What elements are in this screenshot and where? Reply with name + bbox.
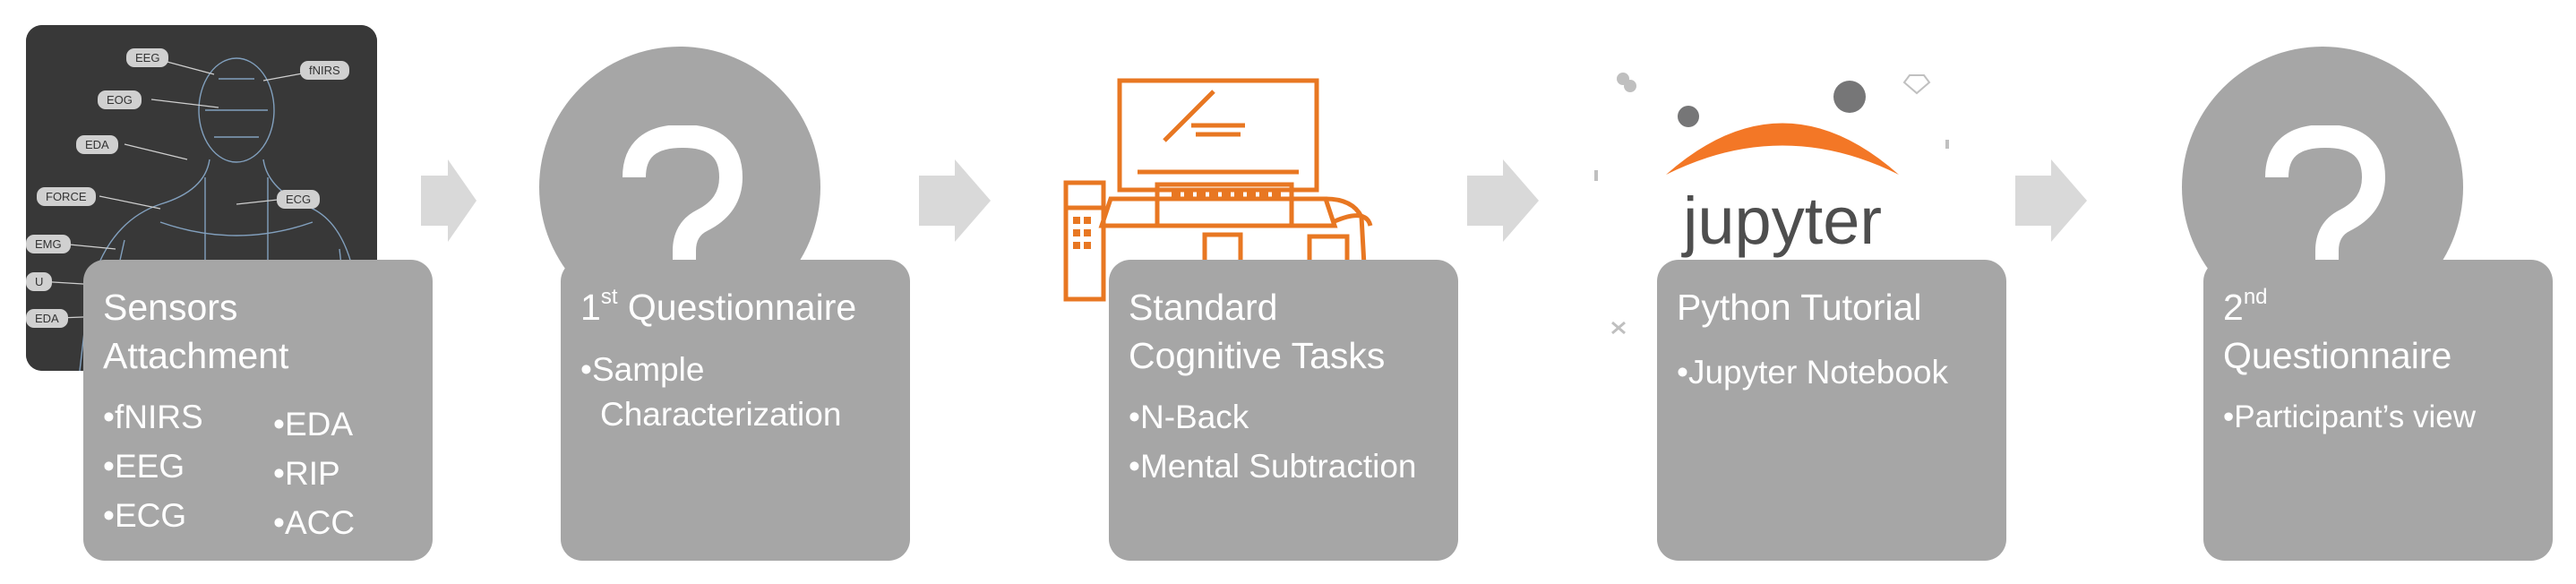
- sensor-tag: FORCE: [37, 187, 96, 206]
- arrow-right-icon: [1467, 159, 1539, 242]
- sensor-tag: EDA: [76, 135, 118, 154]
- step-title-line: Questionnaire: [2223, 335, 2452, 376]
- bullet-item: •RIP: [273, 455, 340, 492]
- step-title: 1st Questionnaire: [580, 285, 857, 329]
- arrow-right-icon: [2015, 159, 2087, 242]
- arrow-right-icon: [421, 159, 477, 242]
- step-title-line: 2nd: [2223, 285, 2268, 329]
- arrow-right-icon: [919, 159, 991, 242]
- sensor-tag: fNIRS: [300, 61, 349, 80]
- step-title: Sensors Attachment: [103, 283, 413, 380]
- bullet-item: •ACC: [273, 504, 356, 541]
- jupyter-logo-text: jupyter: [1681, 184, 1882, 258]
- sensor-tag: EDA: [26, 309, 68, 328]
- step-title: 2nd Questionnaire: [2223, 283, 2533, 380]
- sensor-tag: EMG: [26, 235, 71, 253]
- bullet-item: •EDA: [273, 406, 354, 442]
- bullet-item: •fNIRS: [103, 399, 203, 435]
- step-title-line: Standard: [1129, 287, 1278, 328]
- bullet-item: •Sample Characterization: [580, 351, 842, 433]
- step-title-line: Cognitive Tasks: [1129, 335, 1386, 376]
- step-card-questionnaire-2: 2nd Questionnaire •Participant’s view: [2203, 260, 2553, 561]
- step-card-questionnaire-1: 1st Questionnaire •Sample Characterizati…: [561, 260, 910, 561]
- sensor-tag: ECG: [277, 190, 321, 209]
- bullet-item: •EEG: [103, 448, 185, 485]
- bullet-column-right: •EDA •RIP •ACC: [273, 392, 355, 547]
- sensor-tag: U: [26, 272, 53, 291]
- bullet-item: •N-Back: [1129, 399, 1249, 435]
- step-title: Standard Cognitive Tasks: [1129, 283, 1438, 380]
- bullet-item: •Jupyter Notebook: [1677, 354, 1948, 391]
- sensor-tag: EEG: [126, 48, 169, 67]
- step-card-cognitive-tasks: Standard Cognitive Tasks •N-Back •Mental…: [1109, 260, 1458, 561]
- sensor-tag: EOG: [98, 90, 142, 109]
- step-card-sensors: Sensors Attachment •fNIRS •EEG •ECG •EDA…: [83, 260, 433, 561]
- bullet-item: •Mental Subtraction: [1129, 448, 1417, 485]
- bullet-column-left: •fNIRS •EEG •ECG: [103, 392, 273, 547]
- step-card-python-tutorial: Python Tutorial •Jupyter Notebook: [1657, 260, 2006, 561]
- bullet-item: •ECG: [103, 497, 187, 534]
- computer-icon: [1063, 78, 1373, 302]
- bullet-columns: •fNIRS •EEG •ECG •EDA •RIP •ACC: [103, 392, 413, 547]
- step-title: Python Tutorial: [1677, 287, 1922, 328]
- step-title-text: Sensors Attachment: [103, 287, 289, 376]
- bullet-item: •Participant’s view: [2223, 399, 2477, 434]
